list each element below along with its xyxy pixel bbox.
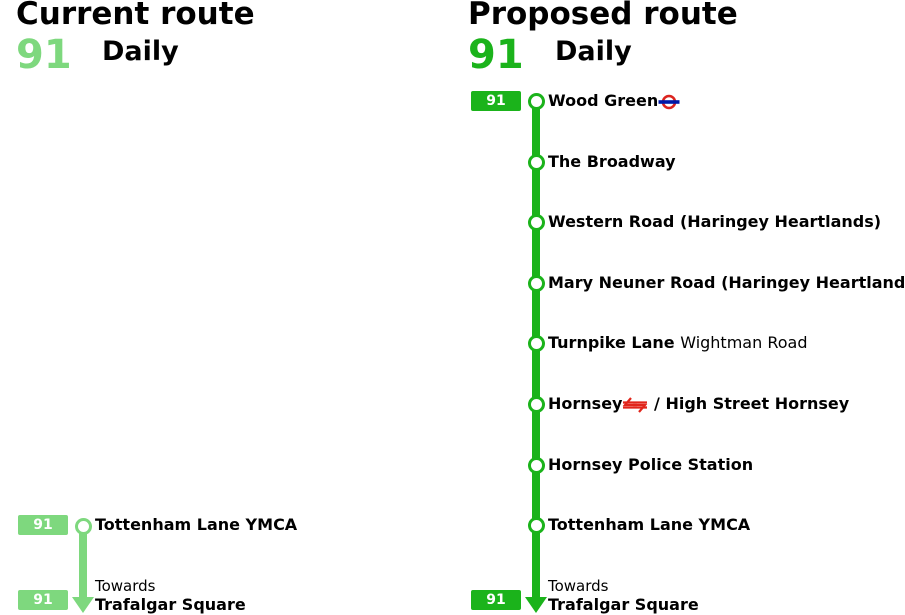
proposed-stop-hornsey: Hornsey / High Street Hornsey [548, 394, 849, 414]
current-route-number: 91 [16, 32, 72, 78]
proposed-route-title: Proposed route [468, 0, 738, 32]
current-route-title: Current route [16, 0, 255, 32]
proposed-stop-mary-neuner-road: Mary Neuner Road (Haringey Heartlands) [548, 273, 905, 292]
proposed-stop-node [528, 457, 545, 474]
current-stop-node [75, 518, 92, 535]
current-frequency-label: Daily [102, 36, 179, 67]
proposed-stop-western-road: Western Road (Haringey Heartlands) [548, 212, 882, 231]
proposed-stop-node [528, 93, 545, 110]
underground-roundel-icon [658, 94, 680, 109]
proposed-stop-node [528, 214, 545, 231]
proposed-stop-hornsey-police-station: Hornsey Police Station [548, 455, 754, 474]
proposed-destination: Trafalgar Square [548, 595, 699, 614]
proposed-route-badge-bottom: 91 [471, 590, 521, 610]
proposed-stop-node [528, 396, 545, 413]
proposed-towards-label: Towards [548, 577, 609, 595]
stop-name: Turnpike Lane [548, 333, 675, 352]
national-rail-icon [623, 396, 648, 413]
current-route-badge-bottom: 91 [18, 590, 68, 610]
proposed-frequency-label: Daily [555, 36, 632, 67]
current-route-line [79, 530, 87, 598]
current-towards-label: Towards [95, 577, 156, 595]
current-stop-tottenham-lane-ymca: Tottenham Lane YMCA [95, 515, 298, 534]
proposed-stop-node [528, 154, 545, 171]
stop-name: Wood Green [548, 91, 659, 110]
proposed-stop-the-broadway: The Broadway [548, 152, 676, 171]
current-route-arrow [72, 597, 94, 613]
proposed-stop-tottenham-lane-ymca: Tottenham Lane YMCA [548, 515, 751, 534]
stop-name: Hornsey [548, 394, 623, 413]
proposed-route-arrow [525, 597, 547, 613]
proposed-stop-node [528, 275, 545, 292]
current-destination: Trafalgar Square [95, 595, 246, 614]
stop-sub-name: Wightman Road [680, 333, 808, 352]
proposed-stop-node [528, 335, 545, 352]
proposed-route-badge-top: 91 [471, 91, 521, 111]
current-route-badge-top: 91 [18, 515, 68, 535]
proposed-route-number: 91 [468, 32, 524, 78]
proposed-stop-node [528, 517, 545, 534]
proposed-stop-turnpike-lane: Turnpike Lane Wightman Road [548, 333, 807, 353]
proposed-stop-wood-green: Wood Green [548, 91, 680, 111]
stop-suffix: / High Street Hornsey [654, 394, 850, 413]
